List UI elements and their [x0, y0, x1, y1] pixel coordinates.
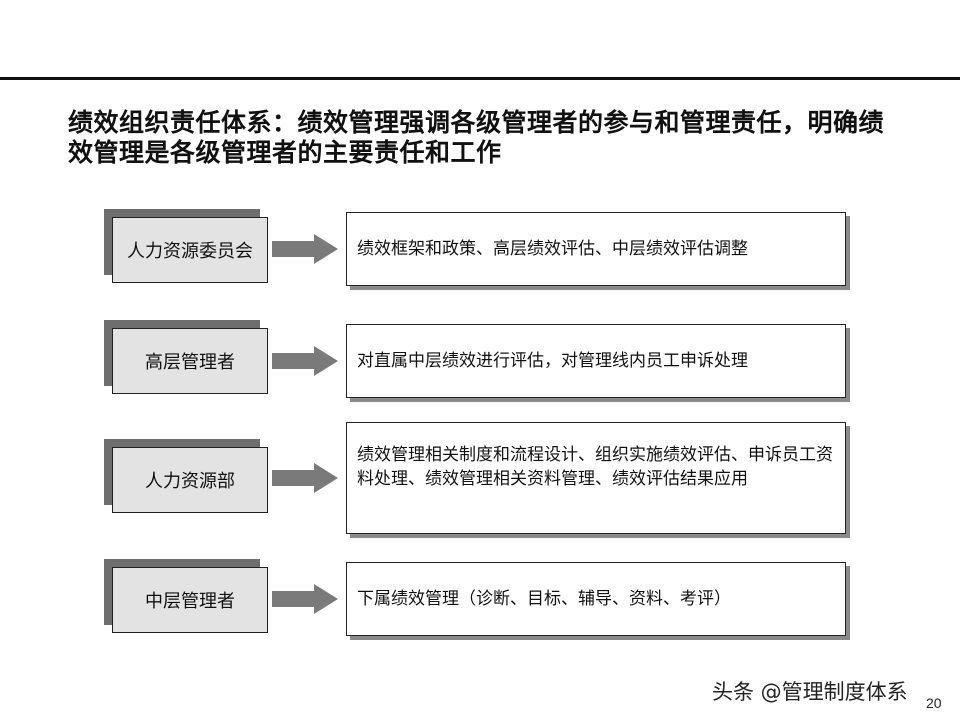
- header-divider: [0, 77, 960, 80]
- role-box-middle-manager: 中层管理者: [112, 567, 268, 633]
- role-box-hr-department: 人力资源部: [112, 447, 268, 513]
- page-number: 20: [926, 695, 942, 711]
- right-arrow-icon: [272, 234, 338, 264]
- responsibility-box-hr-department: 绩效管理相关制度和流程设计、组织实施绩效评估、申诉员工资料处理、绩效管理相关资料…: [346, 422, 846, 534]
- role-box-hr-committee: 人力资源委员会: [112, 217, 268, 283]
- responsibility-box-middle-manager: 下属绩效管理（诊断、目标、辅导、资料、考评）: [346, 562, 846, 636]
- responsibility-text: 对直属中层绩效进行评估，对管理线内员工申诉处理: [357, 351, 748, 371]
- responsibility-box-hr-committee: 绩效框架和政策、高层绩效评估、中层绩效评估调整: [346, 212, 846, 286]
- right-arrow-icon: [272, 584, 338, 614]
- right-arrow-icon: [272, 463, 338, 493]
- responsibility-box-senior-manager: 对直属中层绩效进行评估，对管理线内员工申诉处理: [346, 324, 846, 398]
- responsibility-text: 绩效管理相关制度和流程设计、组织实施绩效评估、申诉员工资料处理、绩效管理相关资料…: [357, 445, 833, 489]
- responsibility-text: 下属绩效管理（诊断、目标、辅导、资料、考评）: [357, 589, 731, 609]
- role-box-senior-manager: 高层管理者: [112, 328, 268, 394]
- page-title: 绩效组织责任体系：绩效管理强调各级管理者的参与和管理责任，明确绩效管理是各级管理…: [68, 108, 885, 167]
- responsibility-text: 绩效框架和政策、高层绩效评估、中层绩效评估调整: [357, 239, 748, 259]
- right-arrow-icon: [272, 346, 338, 376]
- watermark: 头条 @管理制度体系: [712, 680, 908, 704]
